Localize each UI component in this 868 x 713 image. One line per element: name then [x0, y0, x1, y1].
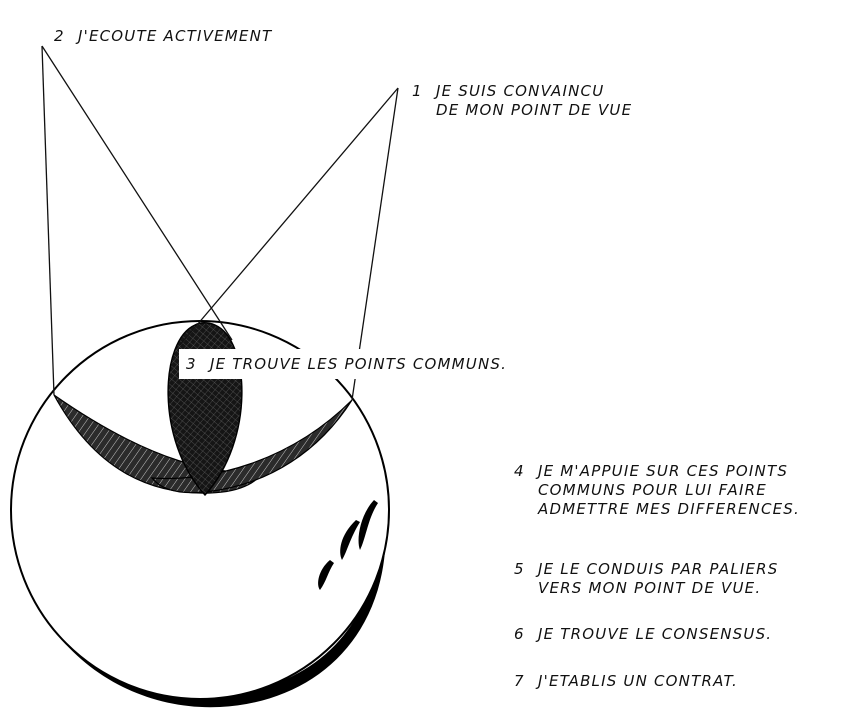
step-4-text-line1: JE M'APPUIE SUR CES POINTS — [538, 462, 788, 480]
step-7-text: J'ETABLIS UN CONTRAT. — [538, 672, 738, 690]
step-6-number: 6 — [514, 625, 538, 644]
step-4-text-line2: COMMUNS POUR LUI FAIRE — [514, 481, 800, 500]
step-1-text-line1: JE SUIS CONVAINCU — [436, 82, 604, 100]
step-2-number: 2 — [54, 27, 78, 46]
step-7-number: 7 — [514, 672, 538, 691]
step-3-text: JE TROUVE LES POINTS COMMUNS. — [210, 355, 507, 373]
step-4-text-line3: ADMETTRE MES DIFFERENCES. — [514, 500, 800, 519]
step-2-text: J'ECOUTE ACTIVEMENT — [78, 27, 272, 45]
step-5-number: 5 — [514, 560, 538, 579]
step-6-text: JE TROUVE LE CONSENSUS. — [538, 625, 772, 643]
step-1-text-line2: DE MON POINT DE VUE — [412, 101, 632, 120]
step-5-text-line1: JE LE CONDUIS PAR PALIERS — [538, 560, 779, 578]
step-4-number: 4 — [514, 462, 538, 481]
cone2-right-edge — [42, 46, 232, 340]
step-3-number: 3 — [186, 355, 210, 374]
cone2-left-edge — [42, 46, 54, 395]
step-1-number: 1 — [412, 82, 436, 101]
step-5-text-line2: VERS MON POINT DE VUE. — [514, 579, 779, 598]
